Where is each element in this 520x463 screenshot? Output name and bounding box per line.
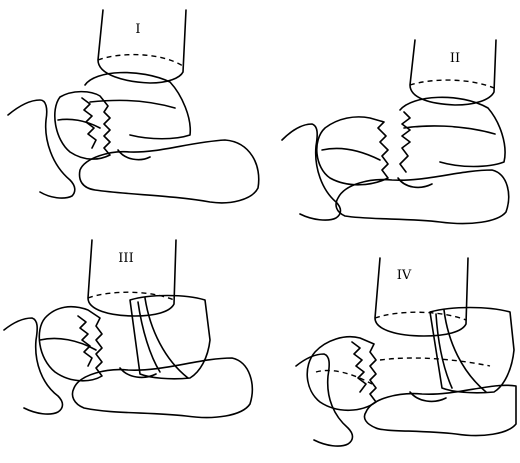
talus-neck [90, 100, 175, 108]
panel-label-2: II [450, 51, 460, 66]
tibia-articular-line [98, 55, 183, 66]
calcaneus-outline [336, 170, 509, 224]
fragment-inner [322, 148, 380, 160]
tibia-outline [375, 258, 468, 336]
panel-stage-2 [282, 40, 509, 224]
talus-diagonal [145, 298, 188, 378]
panel-stage-1 [8, 10, 259, 203]
talus-diagonal [444, 310, 486, 392]
tibia-outline [98, 10, 186, 83]
ankle-outline [4, 318, 63, 414]
tibia-outline [410, 40, 496, 105]
talus-dashed-contour [380, 358, 490, 366]
panel-stage-4 [296, 258, 516, 446]
navicular-fragment [39, 307, 102, 381]
ankle-outline [282, 124, 341, 220]
ankle-outline [8, 100, 75, 198]
fracture-line [400, 112, 410, 172]
tibia-articular-line [375, 312, 466, 320]
fracture-line [352, 342, 366, 392]
fragment-inner [58, 119, 100, 128]
panel-label-4: IV [397, 268, 412, 283]
navicular-fragment [307, 337, 376, 411]
fracture-line [78, 316, 92, 366]
ankle-outline [296, 354, 353, 446]
panel-label-1: I [135, 22, 140, 37]
talus-neck [404, 126, 495, 134]
talus-diagonal-2 [436, 314, 452, 388]
talus-block [430, 308, 514, 393]
calcaneus-outline [72, 358, 252, 418]
tibia-articular-line [410, 80, 494, 88]
panel-label-3: III [118, 251, 133, 266]
panel-stage-3 [4, 240, 252, 418]
calcaneus-outline [80, 140, 259, 203]
